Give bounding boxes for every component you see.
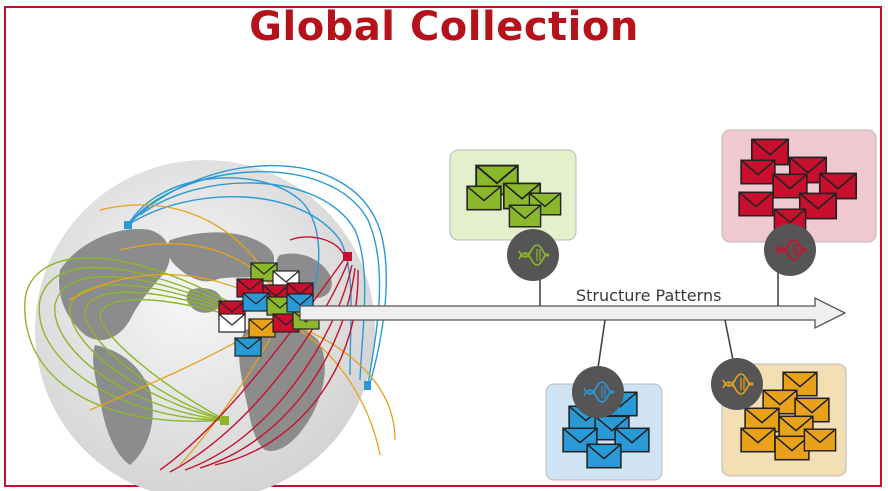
page-title: Global Collection (249, 4, 639, 50)
blue-dna-node (572, 366, 624, 418)
green-cluster (449, 149, 577, 281)
orange-cluster (711, 358, 847, 477)
blue-endpoint-2 (364, 381, 371, 390)
globe (24, 160, 396, 491)
arrow-label: Structure Patterns (576, 286, 722, 305)
blue-cluster (545, 366, 663, 481)
red-endpoint (343, 252, 352, 261)
green-dna-node (507, 229, 559, 281)
red-cluster (721, 129, 877, 276)
slide-frame (4, 6, 882, 487)
green-routes (24, 257, 241, 422)
blue-endpoint (124, 221, 132, 229)
green-endpoint (220, 416, 229, 425)
structure-patterns-arrow (299, 296, 847, 330)
red-routes (159, 236, 359, 473)
orange-dna-node (711, 358, 763, 410)
red-dna-node (764, 224, 816, 276)
